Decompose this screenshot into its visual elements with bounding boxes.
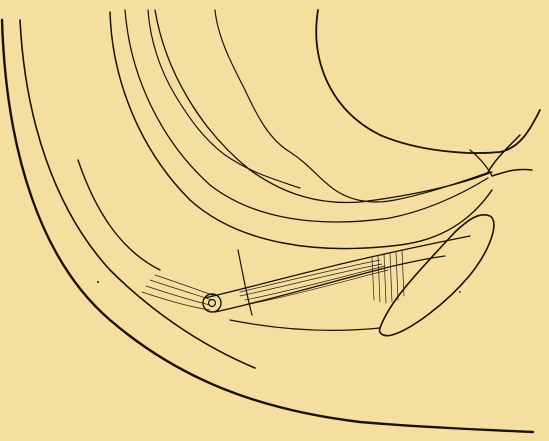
- junction-stem: [488, 135, 532, 176]
- ligament-hatching: [142, 260, 388, 310]
- band-curve-3: [155, 10, 492, 203]
- outer-boundary-curve: [2, 20, 533, 432]
- small-dot: [97, 281, 99, 283]
- band-curve-1: [110, 12, 492, 249]
- landmark-circle-inner: [209, 300, 216, 307]
- band-curve-5-wavy: [148, 10, 300, 188]
- band-curve-4-wavy: [215, 10, 490, 202]
- ligament-band-top: [205, 236, 470, 298]
- small-dot: [459, 291, 461, 293]
- lower-connector-curve: [230, 320, 380, 330]
- upper-right-cavity-curve: [316, 10, 540, 153]
- inner-lower-curve: [78, 160, 160, 270]
